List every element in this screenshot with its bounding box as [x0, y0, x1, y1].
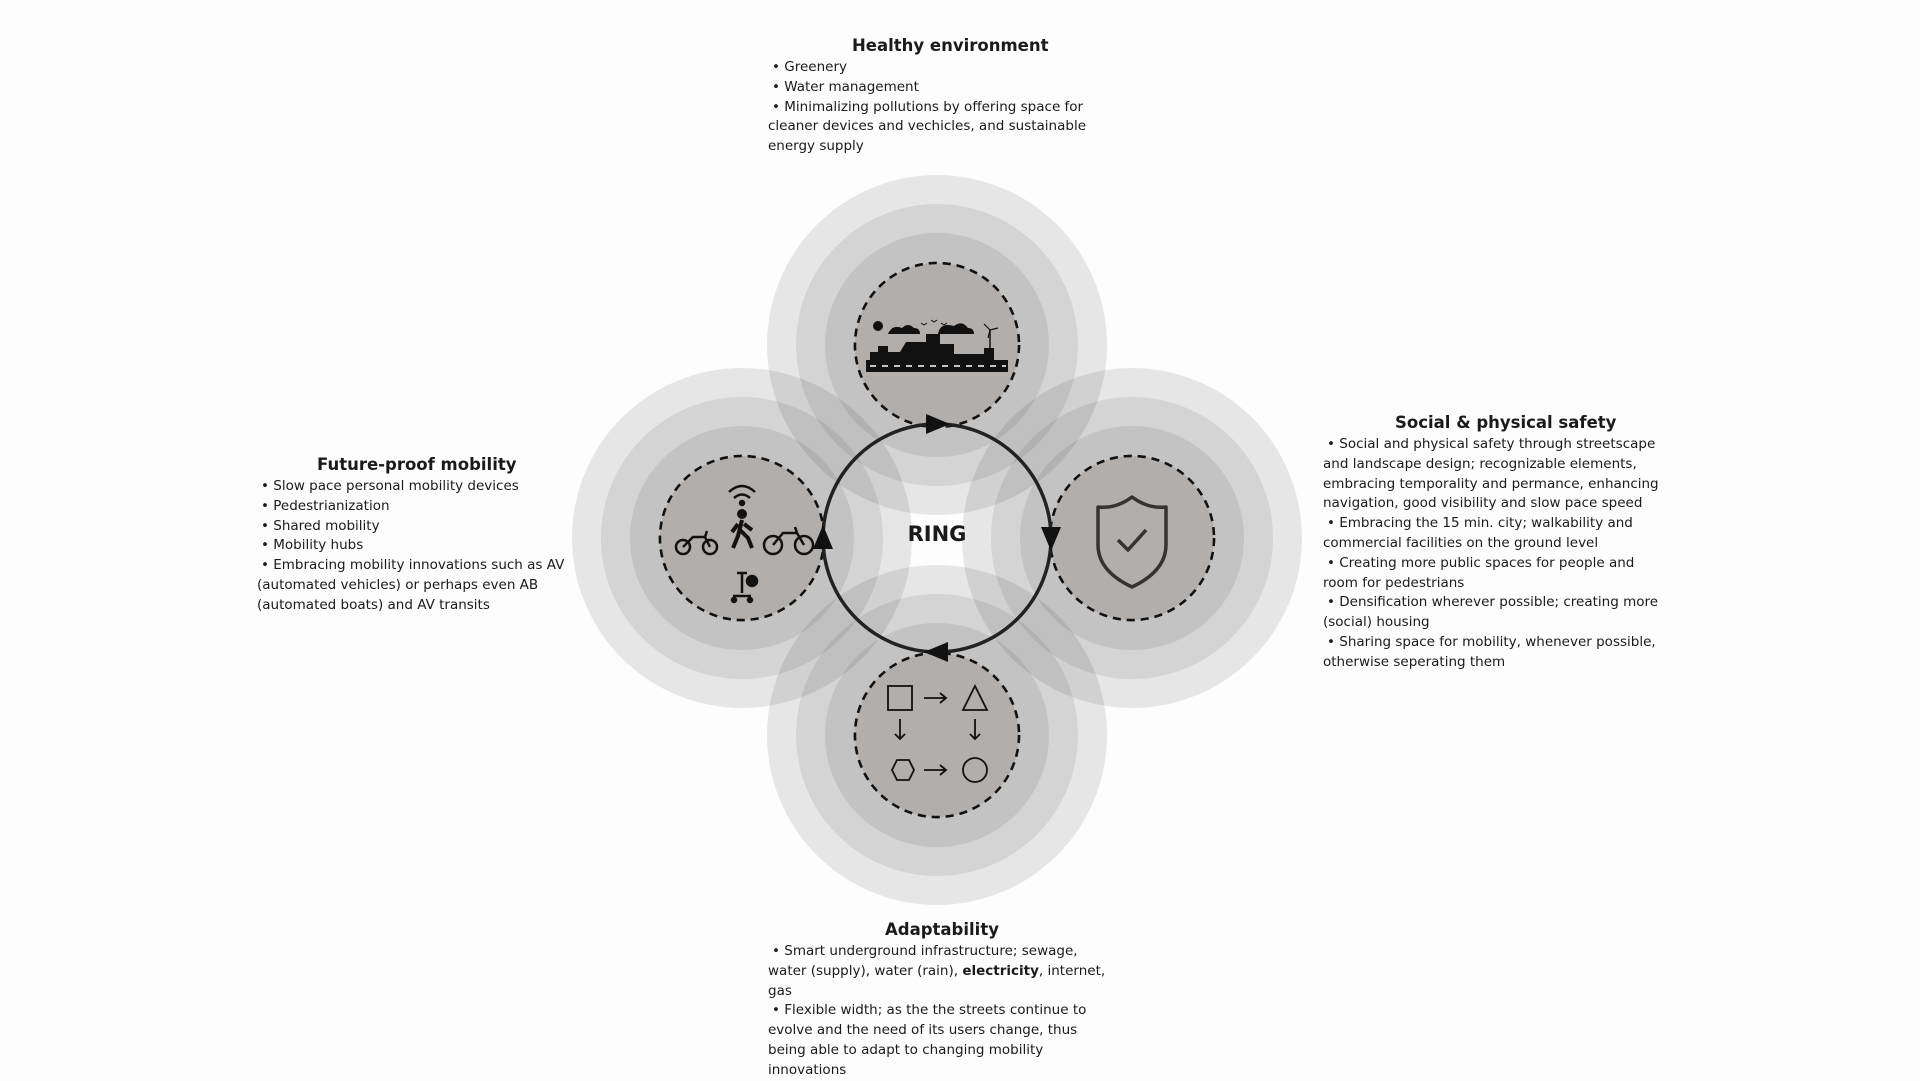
safety-block: Social & physical safety • Social and ph…: [1323, 412, 1668, 673]
bullet: • Water management: [772, 78, 919, 95]
bullet: • Greenery: [772, 59, 847, 75]
bullet: • Flexible width; as the the streets con…: [768, 1002, 1087, 1078]
bullet: • Pedestrianization: [261, 497, 390, 514]
bullet: • Embracing mobility innovations such as…: [257, 557, 565, 613]
bullet-text: , internet, gas: [768, 962, 1106, 999]
healthy-environment-block: Healthy environment • Greenery • Water m…: [768, 35, 1088, 157]
mobility-block: Future-proof mobility • Slow pace person…: [257, 454, 567, 616]
bullet: • Sharing space for mobility, whenever p…: [1323, 633, 1656, 670]
shield-check-icon: [1096, 495, 1168, 589]
mobility-icon: [674, 484, 815, 604]
bullet: • Embracing the 15 min. city; walkabilit…: [1323, 515, 1633, 551]
arrow-down-icon: [1041, 527, 1061, 551]
bullet-text: • Smart underground infrastructure; sewa…: [768, 943, 1078, 979]
bullet: • Social and physical safety through str…: [1323, 436, 1659, 512]
bullet: • Smart underground infrastructure; sewa…: [768, 942, 1118, 1001]
bullet: • Minimalizing pollutions by offering sp…: [768, 98, 1087, 155]
ring-center-label: RING: [907, 522, 967, 546]
adaptability-block: Adaptability • Smart underground infrast…: [768, 919, 1118, 1081]
bullet: • Slow pace personal mobility devices: [261, 478, 519, 494]
bullet: • Mobility hubs: [261, 537, 364, 554]
safety-title: Social & physical safety: [1395, 413, 1617, 432]
arrow-up-icon: [813, 525, 833, 549]
bullet: • Shared mobility: [261, 517, 380, 534]
central-ring: [813, 414, 1061, 662]
arrow-right-icon: [926, 414, 950, 434]
shape-transform-icon: [887, 683, 989, 783]
mobility-title: Future-proof mobility: [317, 455, 517, 474]
city-landscape-icon: [866, 319, 1008, 372]
healthy-title: Healthy environment: [852, 36, 1049, 55]
bullet-bold-text: electricity: [962, 962, 1039, 979]
arrow-left-icon: [924, 642, 948, 662]
bullet: • Densification wherever possible; creat…: [1323, 594, 1659, 631]
bullet: • Creating more public spaces for people…: [1323, 554, 1635, 591]
adaptability-title: Adaptability: [885, 920, 999, 939]
